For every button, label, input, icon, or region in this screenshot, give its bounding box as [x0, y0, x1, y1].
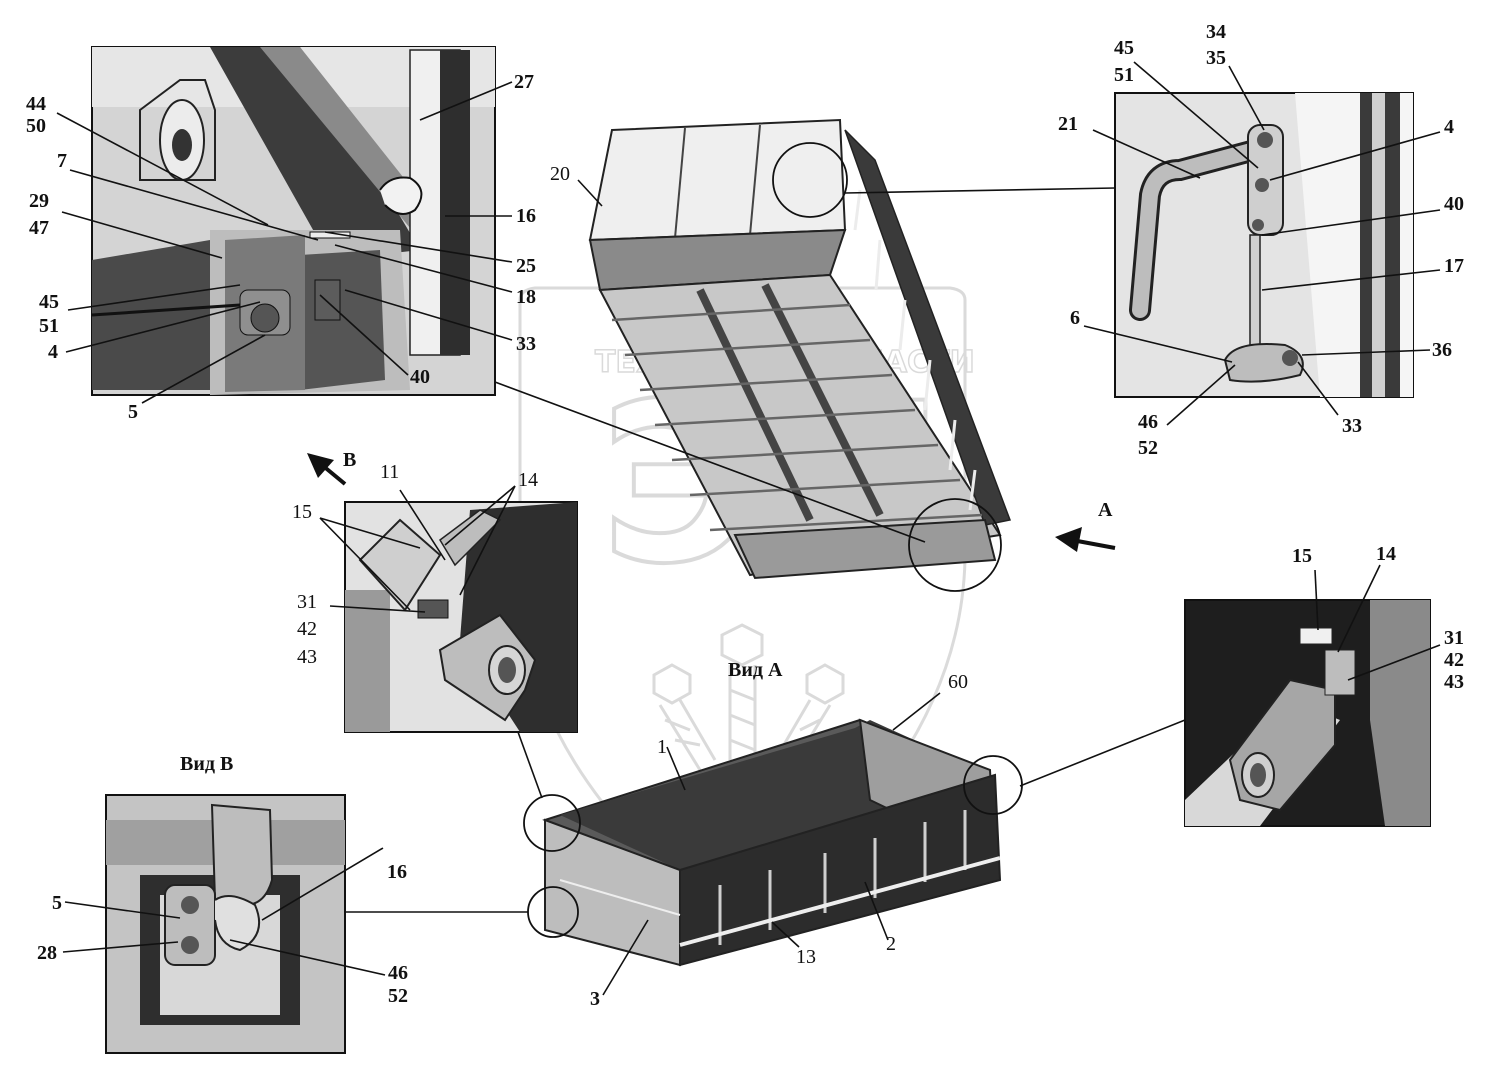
label-46-tr: 46	[1138, 411, 1158, 433]
leader-lines	[56, 61, 1441, 996]
label-29: 29	[29, 190, 49, 212]
label-31: 31	[297, 591, 317, 613]
label-14-mr: 14	[1376, 543, 1396, 565]
label-51: 51	[39, 315, 59, 337]
label-43: 43	[297, 646, 317, 668]
label-45-tr: 45	[1114, 37, 1134, 59]
label-33-tr: 33	[1342, 415, 1362, 437]
label-27: 27	[514, 71, 534, 93]
body-floor-crossbars	[611, 303, 983, 532]
label-5-bl: 5	[52, 892, 62, 914]
detail-bottom-left	[105, 794, 346, 1054]
label-1: 1	[657, 736, 667, 758]
label-42: 42	[297, 618, 317, 640]
label-3: 3	[590, 988, 600, 1010]
view-arrow-a	[1055, 527, 1116, 552]
label-15-mr: 15	[1292, 545, 1312, 567]
label-50: 50	[26, 115, 46, 137]
label-6: 6	[1070, 307, 1080, 329]
label-35: 35	[1206, 47, 1226, 69]
label-46-bl: 46	[388, 962, 408, 984]
label-40: 40	[410, 366, 430, 388]
label-47: 47	[29, 217, 49, 239]
label-18: 18	[516, 286, 536, 308]
tilted-dump-body	[588, 118, 1012, 592]
label-34: 34	[1206, 21, 1226, 43]
label-2: 2	[886, 933, 896, 955]
label-44: 44	[26, 93, 46, 115]
label-16: 16	[516, 205, 536, 227]
label-45: 45	[39, 291, 59, 313]
label-arrow-a: А	[1098, 499, 1113, 521]
label-16-bl: 16	[387, 861, 407, 883]
label-40-tr: 40	[1444, 193, 1464, 215]
label-13: 13	[796, 946, 816, 968]
label-14: 14	[518, 469, 538, 491]
detail-mid-left	[344, 501, 578, 733]
label-5: 5	[128, 401, 138, 423]
view-arrow-b	[307, 453, 347, 486]
label-20: 20	[550, 163, 570, 185]
label-17: 17	[1444, 255, 1464, 277]
label-31-mr: 31	[1444, 627, 1464, 649]
label-25: 25	[516, 255, 536, 277]
detail-top-left	[91, 46, 496, 396]
label-15: 15	[292, 501, 312, 523]
label-51-tr: 51	[1114, 64, 1134, 86]
label-42-mr: 42	[1444, 649, 1464, 671]
label-11: 11	[380, 461, 399, 483]
label-60: 60	[948, 671, 968, 693]
detail-top-right	[1114, 92, 1414, 398]
view-a-title: Вид А	[728, 659, 783, 681]
body-floor-beams	[696, 283, 884, 522]
label-33: 33	[516, 333, 536, 355]
label-4: 4	[48, 341, 58, 363]
body-side-ribs	[853, 189, 977, 511]
callout-labels: 44 50 7 29 47 45 51 4 5 40 33 18 25 16 2…	[26, 21, 1464, 1010]
label-28: 28	[37, 942, 57, 964]
label-4-tr: 4	[1444, 116, 1454, 138]
label-arrow-b: В	[343, 449, 356, 471]
label-52-tr: 52	[1138, 437, 1158, 459]
label-52-bl: 52	[388, 985, 408, 1007]
label-43-mr: 43	[1444, 671, 1464, 693]
label-21: 21	[1058, 113, 1078, 135]
view-b-title: Вид В	[180, 753, 233, 775]
truck-body	[523, 718, 1023, 967]
label-7: 7	[57, 150, 67, 172]
label-36: 36	[1432, 339, 1452, 361]
detail-mid-right	[1184, 599, 1431, 827]
